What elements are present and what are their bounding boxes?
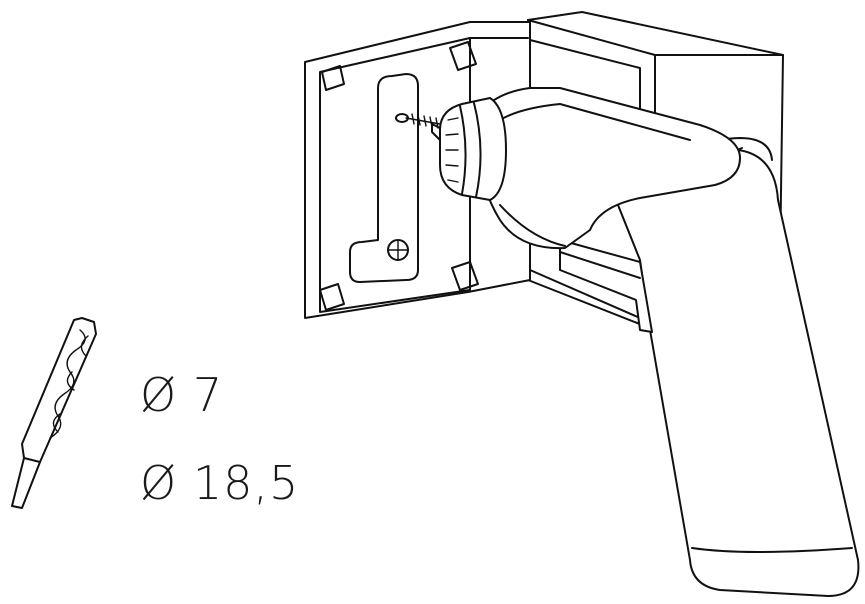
screw-icon	[395, 113, 441, 129]
wall-mount-bracket-icon	[349, 73, 419, 283]
head-diameter-label: Ø 18,5	[140, 456, 300, 510]
drill-bit-icon	[11, 317, 97, 509]
cordless-drill-icon	[431, 87, 860, 597]
bit-diameter-label: Ø 7	[140, 368, 224, 422]
